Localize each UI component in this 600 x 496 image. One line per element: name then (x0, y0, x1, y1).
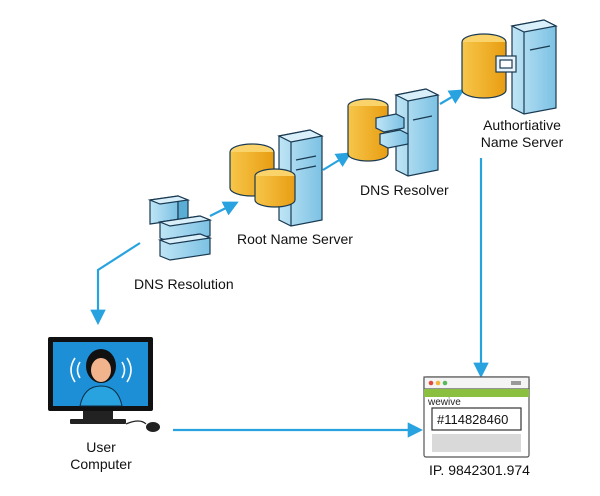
user-computer-label-line2: Computer (70, 456, 132, 472)
browser-address-field: #114828460 (437, 412, 509, 427)
arrow-resolver-to-auth (439, 89, 465, 105)
user-computer-icon (48, 337, 160, 432)
authoritative-label-line2: Name Server (480, 134, 564, 150)
flow-arrows (90, 89, 489, 438)
root-name-server-label: Root Name Server (237, 231, 353, 247)
dns-resolver-icon (347, 88, 440, 177)
dns-resolution-icon (147, 195, 213, 261)
browser-tab-title: wewive (428, 397, 461, 408)
ip-address-label: IP. 9842301.974 (429, 462, 530, 478)
authoritative-label-line1: Authortiative (483, 117, 561, 133)
user-computer-label-line1: User (86, 439, 116, 455)
arrow-resolution-to-computer (90, 242, 141, 326)
dns-resolver-label: DNS Resolver (360, 182, 449, 198)
root-server-icon (229, 129, 324, 227)
authoritative-server-icon (461, 19, 558, 115)
browser-window-icon (423, 376, 530, 458)
arrow-resolution-to-root (209, 201, 239, 217)
arrow-root-to-resolver (322, 152, 352, 171)
user-computer-label: User Computer (66, 439, 136, 473)
authoritative-name-server-label: Authortiative Name Server (472, 117, 572, 151)
dns-resolution-label: DNS Resolution (134, 276, 234, 292)
